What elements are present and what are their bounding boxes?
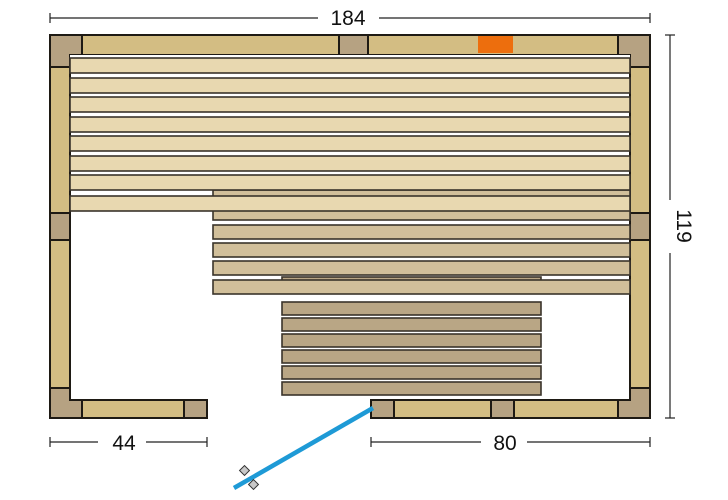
bench-plank bbox=[69, 195, 631, 212]
corner-post-bottom-left bbox=[49, 387, 83, 419]
door-hinge-icon bbox=[247, 478, 260, 491]
corner-post-bottom-right bbox=[617, 387, 651, 419]
bench-plank bbox=[281, 349, 542, 364]
dimension-depth: 119 bbox=[665, 34, 695, 419]
bench-plank bbox=[281, 301, 542, 316]
door bbox=[232, 406, 375, 491]
dimension-width: 184 bbox=[49, 7, 651, 30]
heater-icon bbox=[478, 36, 513, 53]
post-bottom-right-middle bbox=[490, 399, 515, 419]
bottom-left-label: 44 bbox=[112, 432, 136, 455]
post-top-middle bbox=[338, 34, 369, 56]
bench-plank bbox=[281, 333, 542, 348]
bench-plank bbox=[212, 260, 631, 276]
bench-plank bbox=[281, 365, 542, 380]
depth-label: 119 bbox=[672, 209, 695, 242]
dimension-bottom-right: 80 bbox=[370, 432, 651, 455]
middle-bench bbox=[212, 189, 631, 295]
dimension-bottom-left: 44 bbox=[49, 432, 208, 455]
post-right-middle bbox=[629, 212, 651, 241]
post-bottom-left-end bbox=[183, 399, 208, 419]
bench-plank bbox=[69, 135, 631, 152]
bench-plank bbox=[69, 116, 631, 133]
bench-plank bbox=[281, 381, 542, 396]
bench-plank bbox=[212, 242, 631, 258]
bench-plank bbox=[69, 96, 631, 113]
bench-plank bbox=[69, 57, 631, 74]
door-panel bbox=[232, 406, 375, 490]
bench-plank bbox=[69, 77, 631, 94]
width-label: 184 bbox=[330, 7, 365, 30]
bench-plank bbox=[212, 279, 631, 295]
bench-plank bbox=[281, 317, 542, 332]
upper-bench bbox=[69, 55, 631, 212]
bench-plank bbox=[69, 174, 631, 191]
bench-plank bbox=[212, 224, 631, 240]
door-hinge-icon bbox=[238, 464, 251, 477]
post-door-frame bbox=[370, 399, 395, 419]
post-left-middle bbox=[49, 212, 71, 241]
bottom-right-label: 80 bbox=[493, 432, 516, 455]
bench-plank bbox=[69, 155, 631, 172]
